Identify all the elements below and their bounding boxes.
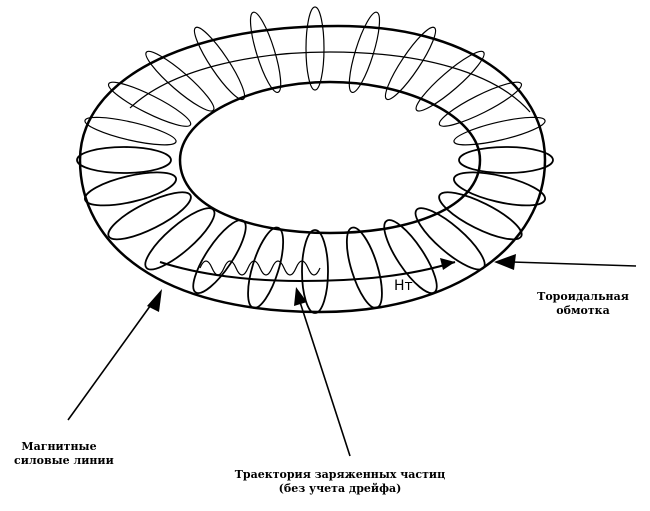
field-lines-label-line2: силовые линии [14, 454, 104, 468]
field-symbol-label: Hт [394, 279, 413, 293]
field-lines-label-line1: Магнитные [14, 440, 104, 454]
trajectory-label-line2: (без учета дрейфа) [200, 482, 480, 496]
winding-pointer-line [512, 262, 636, 266]
field-lines-pointer-line [68, 302, 153, 420]
field-lines-label: Магнитные силовые линии [14, 440, 104, 468]
winding-label: Тороидальная обмотка [528, 290, 638, 318]
trajectory-pointer-line [300, 302, 350, 456]
winding-label-line1: Тороидальная [528, 290, 638, 304]
winding-label-line2: обмотка [528, 304, 638, 318]
trajectory-label-line1: Траектория заряженных частиц [200, 468, 480, 482]
trajectory-label: Траектория заряженных частиц (без учета … [200, 468, 480, 496]
